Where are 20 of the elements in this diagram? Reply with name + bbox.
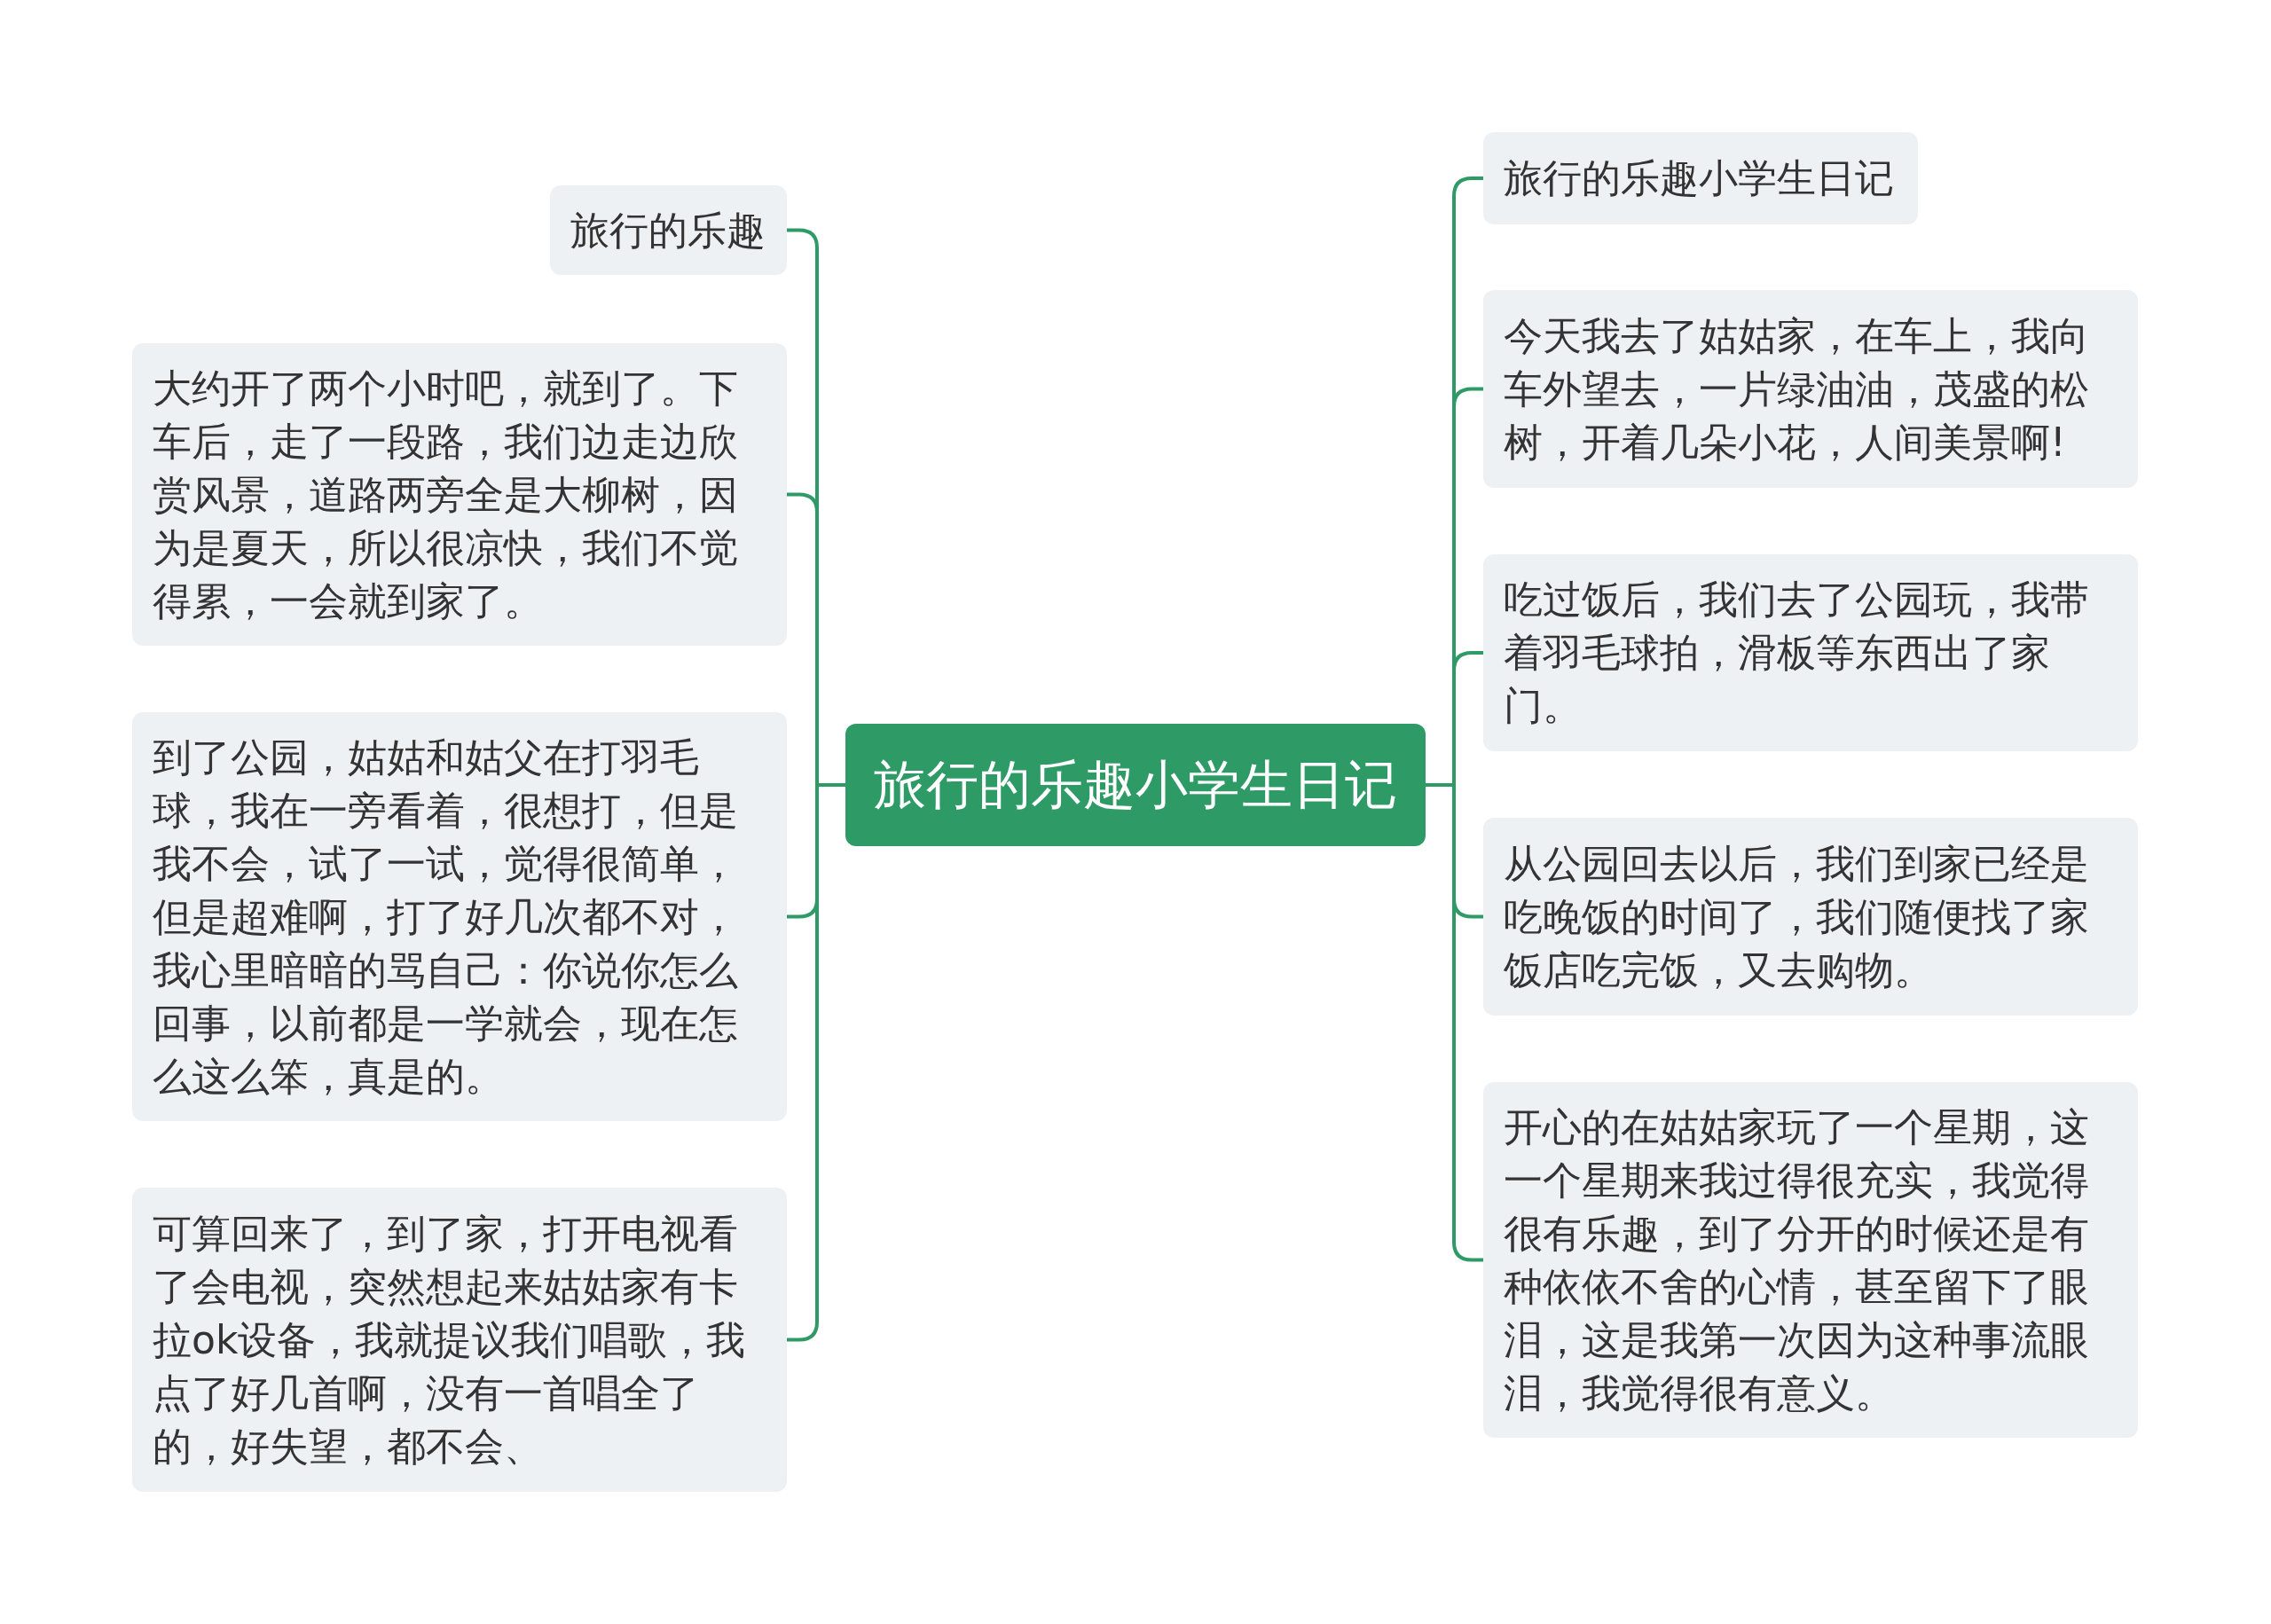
central-topic	[845, 724, 1426, 846]
topic-text: 开心的在姑姑家玩了一个星期，这一个星期来我过得很充实，我觉得很有乐趣，到了分开的时候还是有种依依不舍的心情，甚至留下了眼泪，这是我第一次因为这种事流眼泪，我觉得很有意义。	[1504, 1102, 2090, 1417]
topic-box	[1483, 818, 2138, 1016]
topic-box	[1483, 1082, 2138, 1438]
topic-box	[1483, 132, 1918, 224]
topic-text: 大约开了两个小时吧，就到了。下车后，走了一段路，我们边走边欣赏风景，道路两旁全是大柳树，因为是夏天，所以很凉快，我们不觉得累，一会就到家了。	[153, 364, 739, 625]
topic-box	[550, 185, 787, 275]
topic-text: 旅行的乐趣小学生日记	[1504, 154, 1895, 202]
topic-text: 旅行的乐趣	[570, 206, 766, 255]
topic-text: 可算回来了，到了家，打开电视看了会电视，突然想起来姑姑家有卡拉ok设备，我就提议我们唱歌，我点了好几首啊，没有一首唱全了的，好失望，都不会、	[153, 1209, 747, 1471]
topic-text: 从公园回去以后，我们到家已经是吃晚饭的时间了，我们随便找了家饭店吃完饭，又去购物。	[1504, 839, 2090, 994]
topic-text: 旅行的乐趣小学生日记	[874, 754, 1397, 816]
topic-box	[132, 343, 787, 646]
topic-box	[132, 1188, 787, 1492]
topic-text: 到了公园，姑姑和姑父在打羽毛球，我在一旁看着，很想打，但是我不会，试了一试，觉得很简单，但是超难啊，打了好几次都不对，我心里暗暗的骂自己：你说你怎么回事，以前都是一学就会，现在怎么这么笨，真是的。	[153, 733, 739, 1101]
topic-text: 今天我去了姑姑家，在车上，我向车外望去，一片绿油油，茂盛的松树，开着几朵小花，人间美景啊!	[1504, 311, 2090, 467]
topic-text: 吃过饭后，我们去了公园玩，我带着羽毛球拍，滑板等东西出了家门。	[1504, 576, 2090, 730]
topic-box	[132, 712, 787, 1121]
topic-box	[1483, 554, 2138, 751]
topic-box	[1483, 290, 2138, 488]
